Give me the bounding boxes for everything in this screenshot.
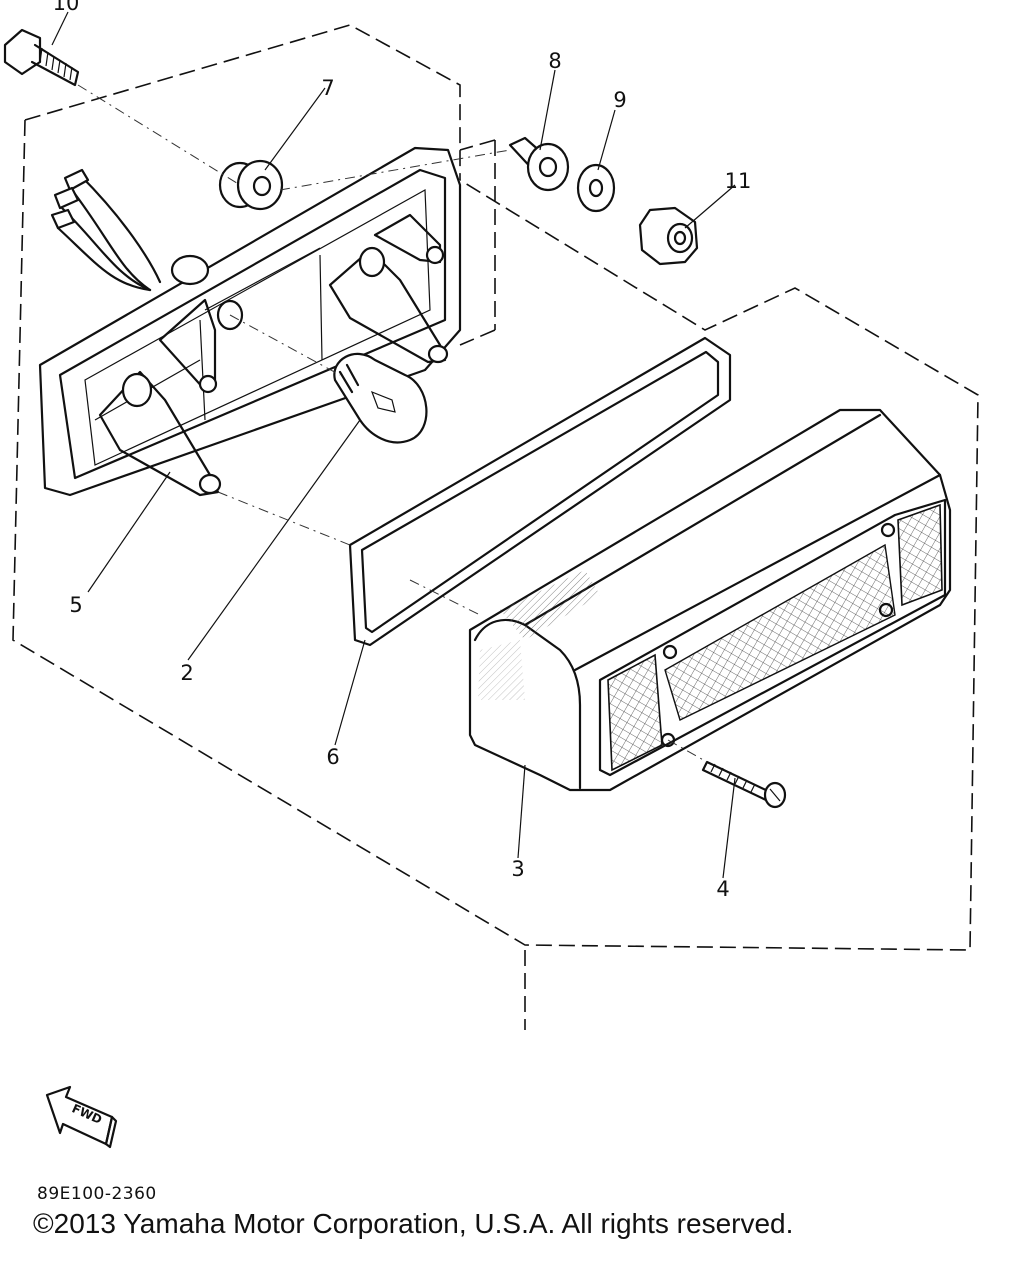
callout-10: 10 [53,0,80,15]
callout-9: 9 [613,88,626,112]
assembly-boundary [12,24,979,951]
nut [638,206,699,266]
callout-6: 6 [326,745,339,769]
callout-4: 4 [716,877,729,901]
callout-7: 7 [321,76,334,100]
collar [508,136,570,192]
axis-line-bolt [77,84,511,191]
callout-3: 3 [511,857,524,881]
axis-line-screw [667,739,708,763]
grommet [218,159,284,211]
callout-11: 11 [725,169,752,193]
fwd-arrow-icon: FWD [45,1085,118,1149]
tail-lamp-housing [38,146,462,497]
part-code: 89E100-2360 [37,1184,157,1204]
axis-line-housing [217,491,481,616]
callout-8: 8 [548,49,561,73]
screw [701,760,787,809]
lens [468,408,952,792]
washer [576,163,616,213]
leader-lines [51,11,736,879]
copyright-notice: ©2013 Yamaha Motor Corporation, U.S.A. A… [33,1208,794,1239]
axis-line-bulb [229,314,341,376]
bolt [3,28,80,87]
callout-5: 5 [69,593,82,617]
assembly-boundary-step [459,139,496,346]
callout-numbers: 10 7 8 9 11 5 2 6 3 4 [53,0,752,901]
bulb [333,352,428,444]
callout-2: 2 [180,661,193,685]
gasket [348,336,732,647]
